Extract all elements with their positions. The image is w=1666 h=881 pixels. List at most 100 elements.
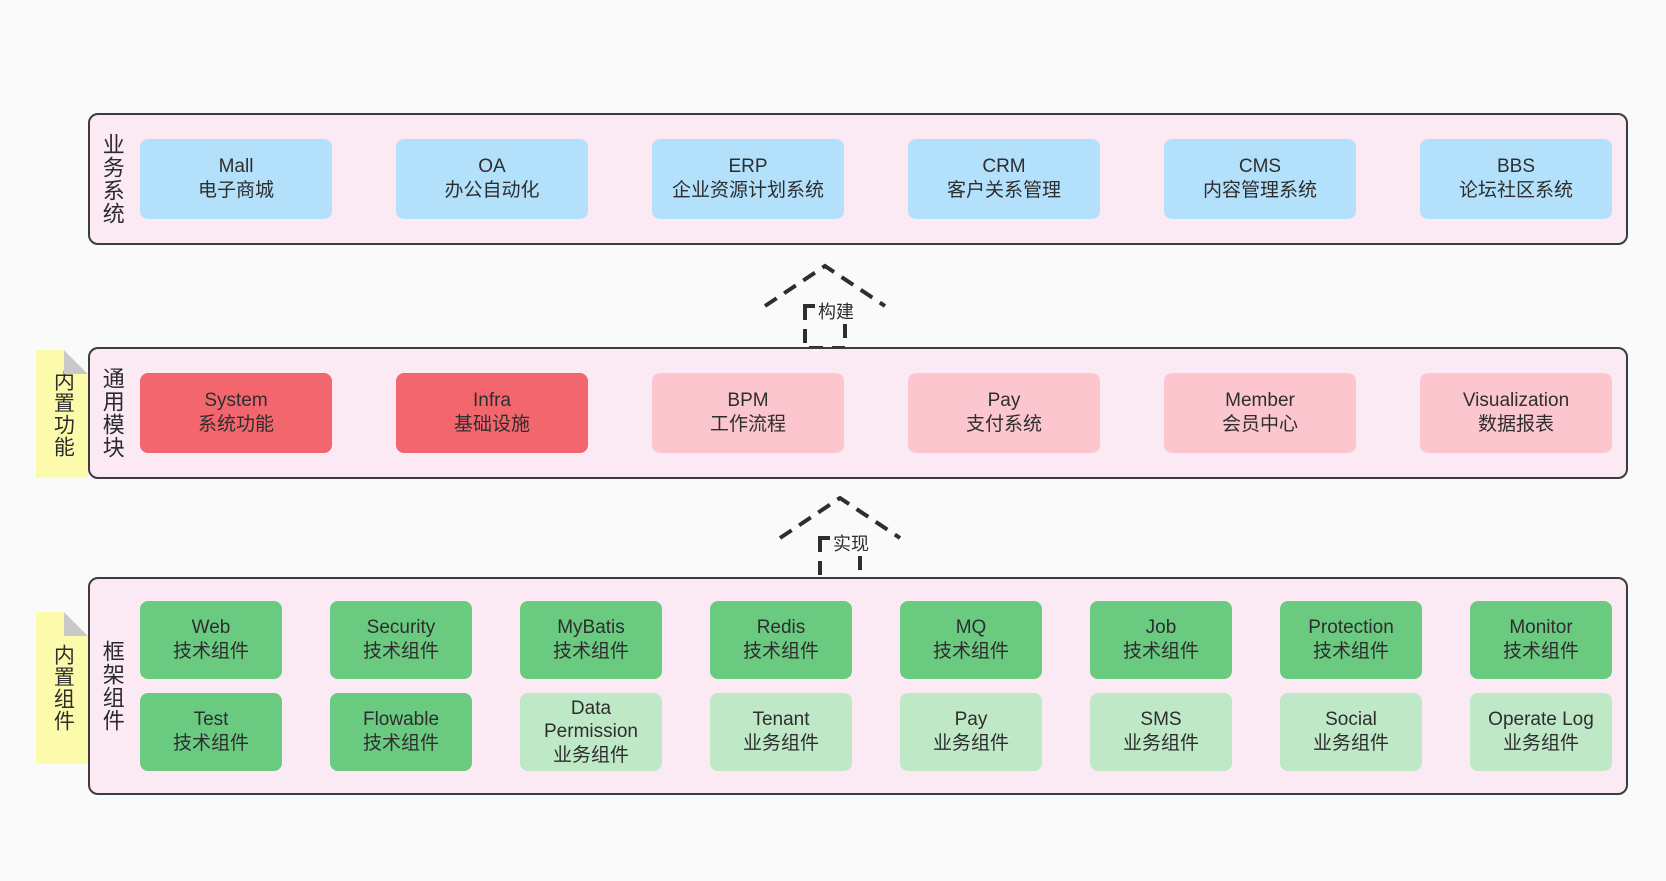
note-fold-corner-icon — [64, 350, 88, 374]
component-card-test[interactable]: Test 技术组件 — [140, 693, 282, 771]
note-tag-builtin-component: 内置组件 — [36, 612, 88, 764]
module-card-oa[interactable]: OA 办公自动化 — [396, 139, 588, 219]
component-card-tenant[interactable]: Tenant 业务组件 — [710, 693, 852, 771]
component-card-operate-log[interactable]: Operate Log 业务组件 — [1470, 693, 1612, 771]
module-card-title: BBS — [1496, 156, 1536, 178]
component-card-subtitle: 技术组件 — [1502, 641, 1579, 662]
module-card-subtitle: 基础设施 — [453, 414, 530, 435]
note-tag-label: 内置组件 — [51, 644, 75, 732]
layer-common-module: 通用模块 System 系统功能 Infra 基础设施 BPM 工作流程 Pay — [88, 347, 1628, 479]
module-card-title: Infra — [472, 390, 512, 412]
note-tag-builtin-feature: 内置功能 — [36, 350, 88, 478]
component-card-social[interactable]: Social 业务组件 — [1280, 693, 1422, 771]
layer-business-system: 业务系统 Mall 电子商城 OA 办公自动化 ERP 企业资源计划系统 CRM — [88, 113, 1628, 245]
module-card-mall[interactable]: Mall 电子商城 — [140, 139, 332, 219]
component-card-subtitle: 技术组件 — [172, 641, 249, 662]
component-card-subtitle: 业务组件 — [932, 733, 1009, 754]
component-card-subtitle: 技术组件 — [552, 641, 629, 662]
component-card-subtitle: 技术组件 — [932, 641, 1009, 662]
component-card-redis[interactable]: Redis 技术组件 — [710, 601, 852, 679]
module-card-subtitle: 电子商城 — [197, 180, 274, 201]
component-card-title: Pay — [954, 709, 988, 731]
card-row: Web 技术组件 Security 技术组件 MyBatis 技术组件 Redi… — [140, 601, 1612, 679]
component-card-pay[interactable]: Pay 业务组件 — [900, 693, 1042, 771]
module-card-infra[interactable]: Infra 基础设施 — [396, 373, 588, 453]
component-card-subtitle: 业务组件 — [1122, 733, 1199, 754]
component-card-title: Test — [193, 709, 229, 731]
component-card-title: Protection — [1308, 617, 1394, 639]
module-card-subtitle: 会员中心 — [1221, 414, 1298, 435]
component-card-title: Data Permission — [544, 697, 638, 743]
module-card-crm[interactable]: CRM 客户关系管理 — [908, 139, 1100, 219]
layer-body-framework-component: Web 技术组件 Security 技术组件 MyBatis 技术组件 Redi… — [134, 579, 1626, 793]
module-card-bpm[interactable]: BPM 工作流程 — [652, 373, 844, 453]
module-card-title: CRM — [982, 156, 1026, 178]
component-card-title: Job — [1145, 617, 1177, 639]
module-card-cms[interactable]: CMS 内容管理系统 — [1164, 139, 1356, 219]
module-card-bbs[interactable]: BBS 论坛社区系统 — [1420, 139, 1612, 219]
component-card-title: Flowable — [362, 709, 440, 731]
module-card-subtitle: 内容管理系统 — [1202, 180, 1317, 201]
connector-build: 构建 — [755, 258, 915, 350]
component-card-title: MQ — [955, 617, 987, 639]
module-card-subtitle: 论坛社区系统 — [1458, 180, 1573, 201]
layer-body-business-system: Mall 电子商城 OA 办公自动化 ERP 企业资源计划系统 CRM 客户关系… — [134, 115, 1626, 243]
component-card-job[interactable]: Job 技术组件 — [1090, 601, 1232, 679]
module-card-title: Mall — [218, 156, 254, 178]
component-card-subtitle: 技术组件 — [362, 733, 439, 754]
module-card-title: Pay — [987, 390, 1021, 412]
component-card-subtitle: 技术组件 — [1312, 641, 1389, 662]
module-card-subtitle: 客户关系管理 — [946, 180, 1061, 201]
component-card-data-permission[interactable]: Data Permission 业务组件 — [520, 693, 662, 771]
module-card-subtitle: 系统功能 — [197, 414, 274, 435]
connector-implement-label: 实现 — [830, 530, 872, 556]
component-card-security[interactable]: Security 技术组件 — [330, 601, 472, 679]
component-card-title: Operate Log — [1488, 709, 1594, 731]
module-card-subtitle: 办公自动化 — [444, 180, 540, 201]
component-card-subtitle: 业务组件 — [1502, 733, 1579, 754]
module-card-title: BPM — [727, 390, 769, 412]
component-card-protection[interactable]: Protection 技术组件 — [1280, 601, 1422, 679]
module-card-title: Member — [1225, 390, 1295, 412]
component-card-subtitle: 技术组件 — [742, 641, 819, 662]
card-row: System 系统功能 Infra 基础设施 BPM 工作流程 Pay 支付系统… — [140, 373, 1612, 453]
module-card-title: OA — [478, 156, 506, 178]
component-card-title: Social — [1325, 709, 1377, 731]
component-card-subtitle: 技术组件 — [172, 733, 249, 754]
note-tag-label: 内置功能 — [51, 370, 75, 458]
module-card-subtitle: 支付系统 — [965, 414, 1042, 435]
layer-title-business-system: 业务系统 — [99, 133, 125, 225]
module-card-pay[interactable]: Pay 支付系统 — [908, 373, 1100, 453]
module-card-system[interactable]: System 系统功能 — [140, 373, 332, 453]
layer-title-common-module: 通用模块 — [99, 367, 125, 459]
component-card-title: Tenant — [752, 709, 810, 731]
component-card-sms[interactable]: SMS 业务组件 — [1090, 693, 1232, 771]
component-card-subtitle: 业务组件 — [742, 733, 819, 754]
layer-body-common-module: System 系统功能 Infra 基础设施 BPM 工作流程 Pay 支付系统… — [134, 349, 1626, 477]
component-card-title: MyBatis — [557, 617, 625, 639]
component-card-title: Web — [191, 617, 231, 639]
layer-title-framework-component: 框架组件 — [99, 640, 125, 732]
module-card-subtitle: 企业资源计划系统 — [671, 180, 824, 201]
component-card-monitor[interactable]: Monitor 技术组件 — [1470, 601, 1612, 679]
module-card-visualization[interactable]: Visualization 数据报表 — [1420, 373, 1612, 453]
module-card-title: ERP — [728, 156, 768, 178]
connector-implement: 实现 — [770, 490, 930, 582]
module-card-title: Visualization — [1462, 390, 1570, 412]
component-card-web[interactable]: Web 技术组件 — [140, 601, 282, 679]
module-card-subtitle: 数据报表 — [1477, 414, 1554, 435]
module-card-erp[interactable]: ERP 企业资源计划系统 — [652, 139, 844, 219]
component-card-title: Security — [366, 617, 436, 639]
component-card-mq[interactable]: MQ 技术组件 — [900, 601, 1042, 679]
component-card-title: Redis — [756, 617, 806, 639]
component-card-subtitle: 业务组件 — [552, 744, 629, 766]
card-row: Test 技术组件 Flowable 技术组件 Data Permission … — [140, 693, 1612, 771]
component-card-title: Monitor — [1509, 617, 1573, 639]
component-card-mybatis[interactable]: MyBatis 技术组件 — [520, 601, 662, 679]
layer-framework-component: 框架组件 Web 技术组件 Security 技术组件 MyBatis 技术组件… — [88, 577, 1628, 795]
card-row: Mall 电子商城 OA 办公自动化 ERP 企业资源计划系统 CRM 客户关系… — [140, 139, 1612, 219]
module-card-member[interactable]: Member 会员中心 — [1164, 373, 1356, 453]
component-card-flowable[interactable]: Flowable 技术组件 — [330, 693, 472, 771]
component-card-subtitle: 技术组件 — [1122, 641, 1199, 662]
